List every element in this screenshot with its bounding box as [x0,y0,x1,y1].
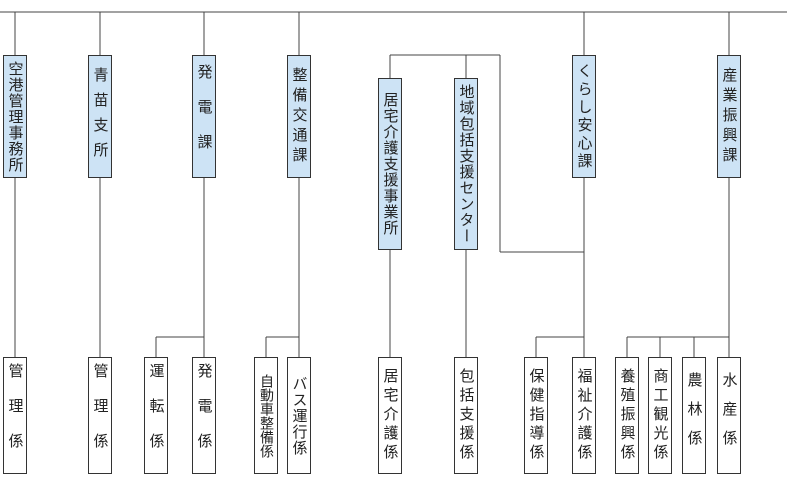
section-kyotaku: 居宅介護係 [378,357,402,474]
section-jidosha: 自動車整備係 [254,357,278,474]
dept-label: 居宅介護支援事業所 [381,92,400,236]
dept-label: 産業振興課 [720,66,739,167]
section-fukushi: 福祉介護係 [572,357,596,474]
section-hoken: 保健指導係 [524,357,548,474]
dept-maint: 整備交通課 [287,55,311,178]
section-label: 包括支援係 [457,368,476,463]
section-label: 福祉介護係 [575,368,594,463]
dept-label: 整備交通課 [290,66,309,167]
section-label: バス運行係 [290,375,309,456]
section-label: 保健指導係 [527,368,546,463]
section-hokatsu: 包括支援係 [454,357,478,474]
section-hatsuden: 発電係 [192,357,216,474]
section-airport-kanri: 管理係 [3,357,27,474]
dept-label: 空港管理事務所 [6,60,25,173]
dept-label: くらし安心課 [575,62,594,171]
dept-kurashi: くらし安心課 [572,55,596,178]
section-shoko: 商工観光係 [648,357,672,474]
dept-label: 青苗支所 [91,66,110,167]
section-label: 自動車整備係 [258,373,274,458]
section-label: 管理係 [6,363,25,468]
section-label: 水産係 [720,372,739,459]
section-norin: 農林係 [682,357,706,474]
dept-label: 発電課 [195,64,214,169]
section-bus: バス運行係 [287,357,311,474]
dept-power: 発電課 [192,55,216,178]
section-label: 発電係 [195,363,214,468]
section-unten: 運転係 [144,357,168,474]
dept-aoi: 青苗支所 [88,55,112,178]
section-label: 居宅介護係 [381,368,400,463]
section-label: 管理係 [91,363,110,468]
section-aoi-kanri: 管理係 [88,357,112,474]
section-suisan: 水産係 [717,357,741,474]
dept-industry: 産業振興課 [717,55,741,178]
section-yoshoku: 養殖振興係 [615,357,639,474]
section-label: 農林係 [685,372,704,459]
section-label: 養殖振興係 [618,368,637,463]
dept-label: 地域包括支援センター [457,84,476,244]
dept-homecare: 居宅介護支援事業所 [378,78,402,250]
dept-center: 地域包括支援センター [454,78,478,250]
section-label: 商工観光係 [651,368,670,463]
dept-airport: 空港管理事務所 [3,55,27,178]
section-label: 運転係 [147,363,166,468]
